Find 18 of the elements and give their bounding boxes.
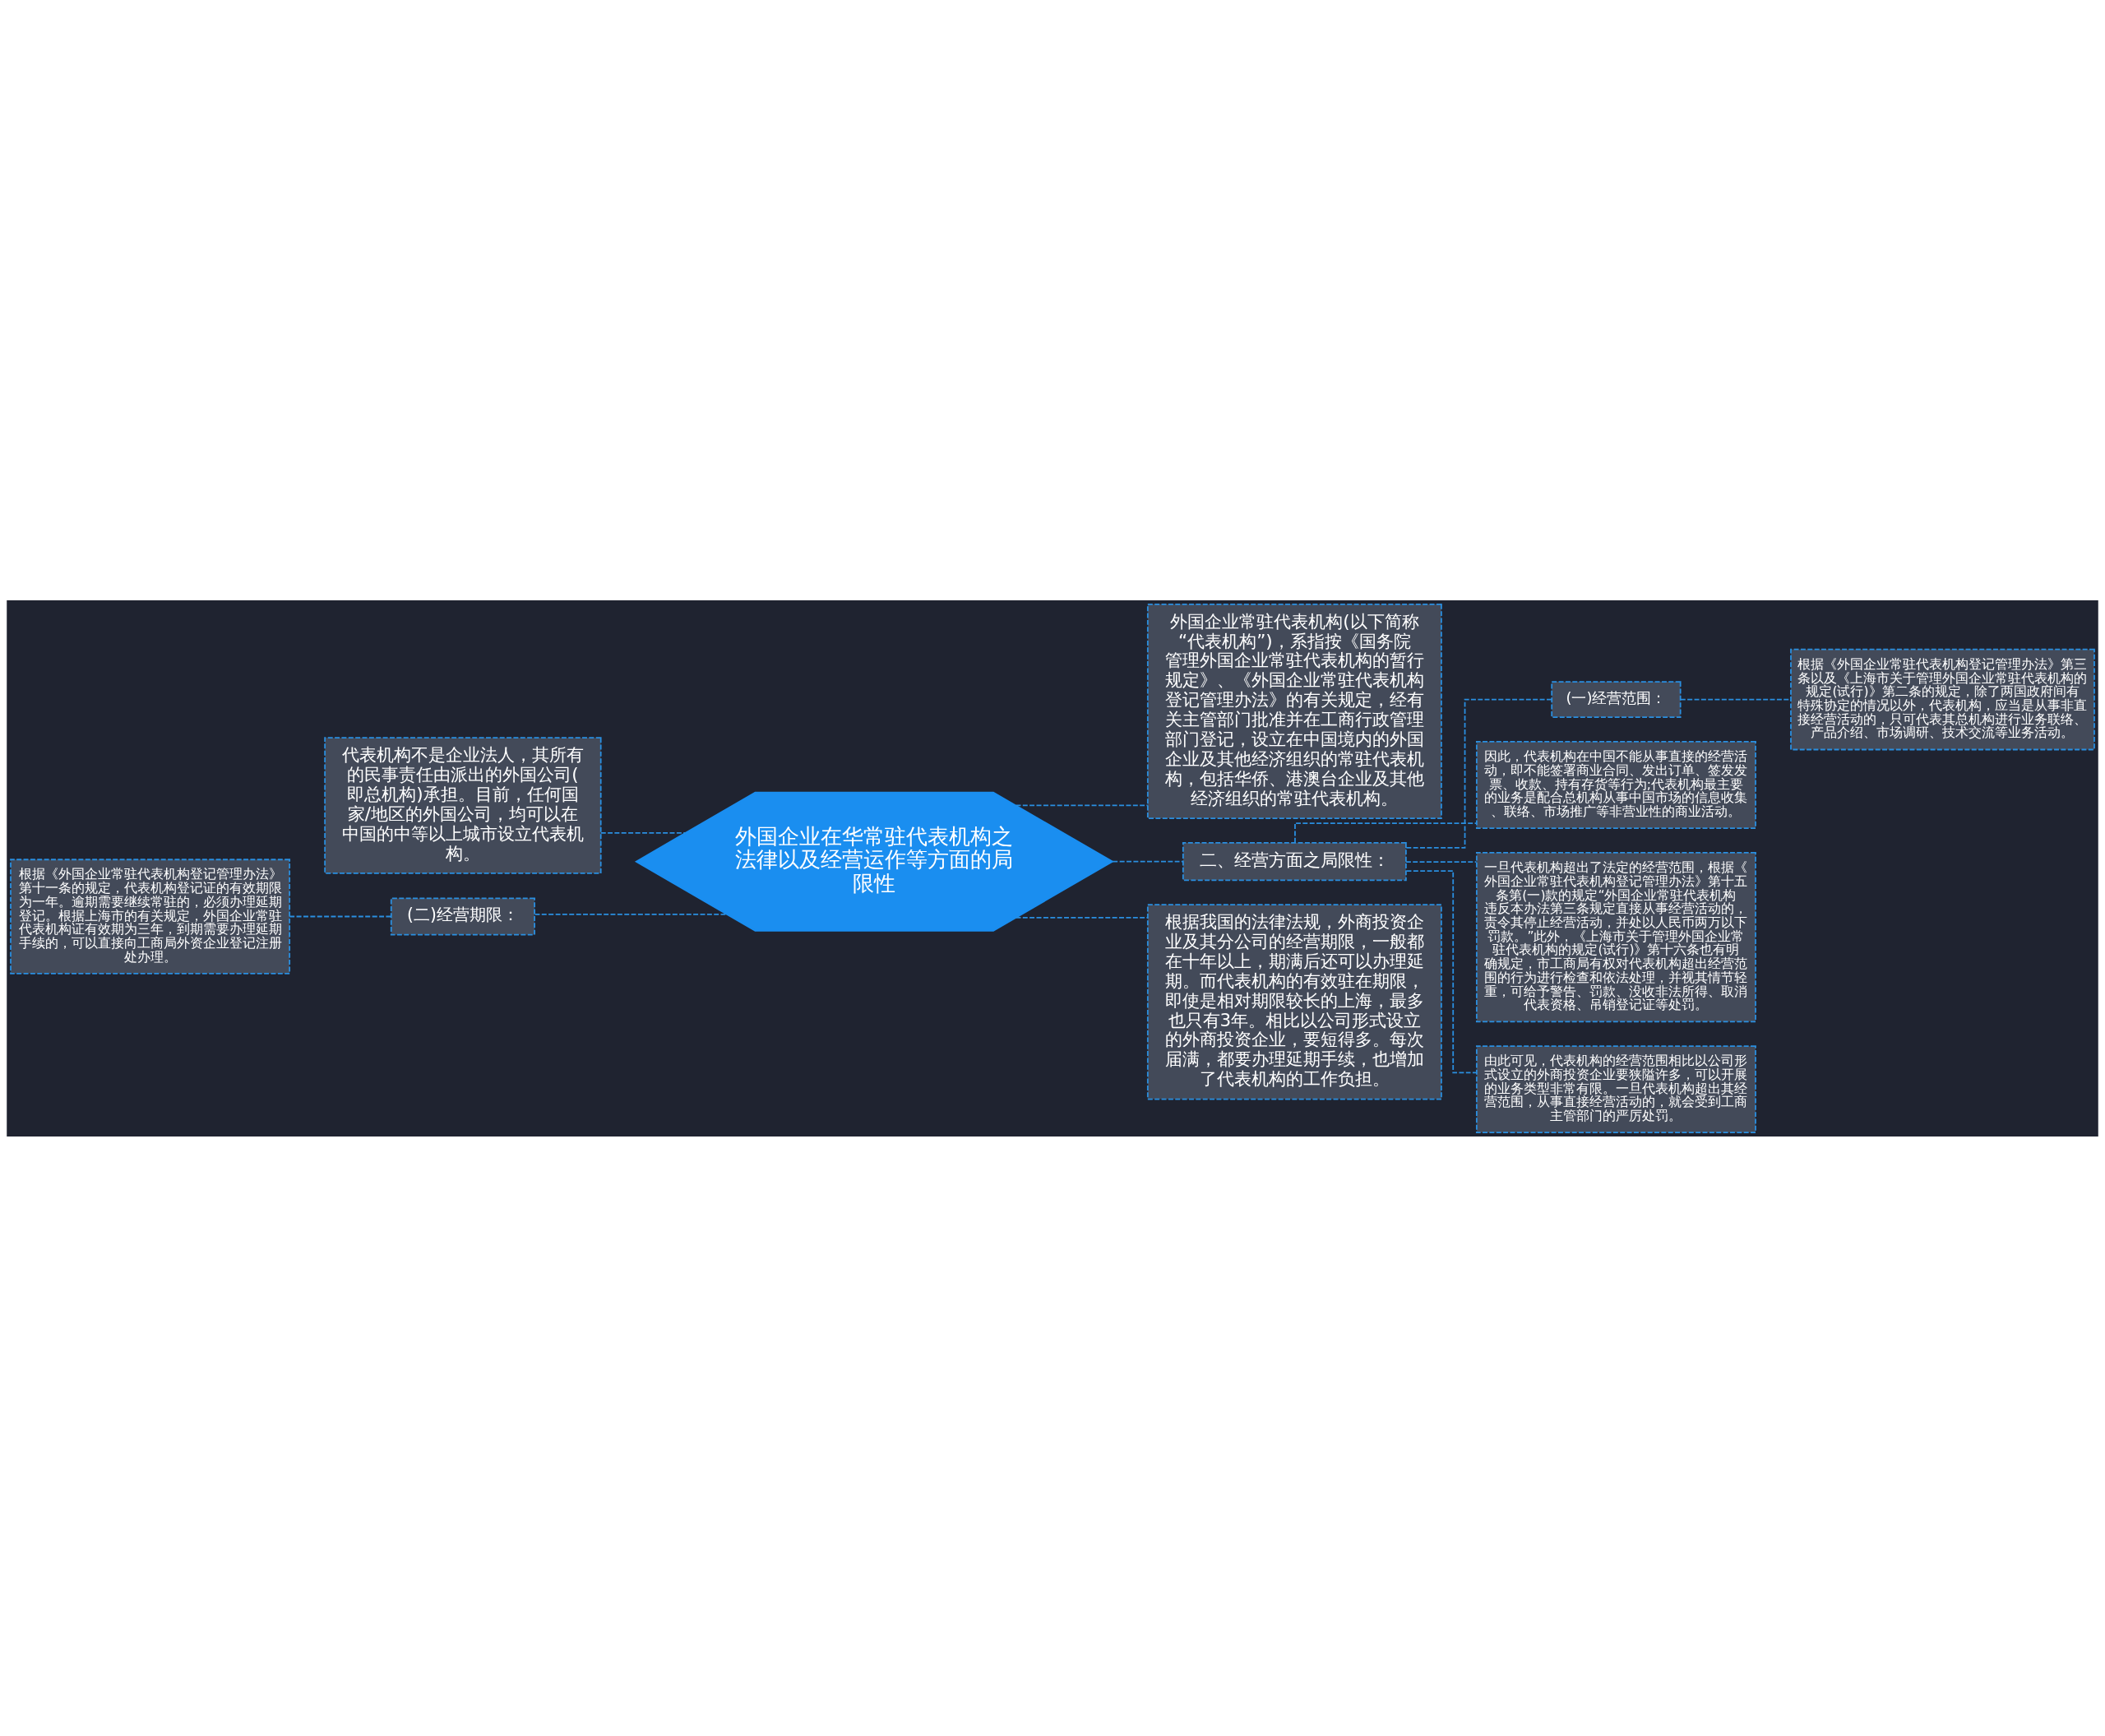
- connector: [600, 831, 687, 834]
- node-box: 外国企业常驻代表机构(以下简称“代表机构”)，系指按《国务院管理外国企业常驻代表机构的暂行规定》、《外国企业常驻代表机构登记管理办法》的有关规定，经有关主管部门批准并在工商行政管理部门登记，设立在中国境内的外国企业及其他经济组织的常驻代表机构，包括华侨、港澳台企业及其他经济组织的常驻代表机构。: [1146, 603, 1442, 819]
- node-box: 根据我国的法律法规，外商投资企业及其分公司的经营期限，一般都在十年以上，期满后还可以办理延期。而代表机构的有效驻在期限，即使是相对期限较长的上海，最多也只有3年。相比以公司形式设立的外商投资企业，要短得多。每次届满，都要办理延期手续，也增加了代表机构的工作负担。: [1146, 903, 1442, 1099]
- connector: [1015, 804, 1149, 806]
- node-box: 根据《外国企业常驻代表机构登记管理办法》第十一条的规定，代表机构登记证的有效期限为一年。逾期需要继续常驻的，必须办理延期登记。根据上海市的有关规定，外国企业常驻代表机构证有效期为三年，到期需要办理延期手续的，可以直接向工商局外资企业登记注册处办理。: [10, 858, 291, 974]
- connector: [1405, 698, 1552, 849]
- node-box: 因此，代表机构在中国不能从事直接的经营活动，即不能签署商业合同、发出订单、签发发票、收款、持有存货等行为;代表机构最主要的业务是配合总机构从事中国市场的信息收集、联络、市场推广等非营业性的商业活动。: [1475, 740, 1756, 829]
- node-box: 一旦代表机构超出了法定的经营范围，根据《外国企业常驻代表机构登记管理办法》第十五条第(一)款的规定“外国企业常驻代表机构违反本办法第三条规定直接从事经营活动的，责令其停止经营活动，并处以人民币两万以下罚款。”此外，《上海市关于管理外国企业常驻代表机构的规定(试行)》第十六条也有明确规定，市工商局有权对代表机构超出经营范围的行为进行检查和依法处理，并视其情节轻重，可给予警告、罚款、没收非法所得、取消代表资格、吊销登记证等处罚。: [1475, 851, 1756, 1022]
- node-box: 二、经营方面之局限性：: [1182, 841, 1407, 881]
- connector: [1015, 916, 1149, 919]
- node-box: (一)经营范围：: [1551, 680, 1682, 718]
- node-box: (二)经营期限：: [390, 897, 535, 935]
- connector: [289, 915, 392, 917]
- node-box: 代表机构不是企业法人，其所有的民事责任由派出的外国公司(即总机构)承担。目前，任何国家/地区的外国公司，均可以在中国的中等以上城市设立代表机构。: [324, 736, 602, 874]
- connector: [1112, 860, 1184, 863]
- node-box: 根据《外国企业常驻代表机构登记管理办法》第三条以及《上海市关于管理外国企业常驻代表机构的规定(试行)》第二条的规定，除了两国政府间有特殊协定的情况以外，代表机构，应当是从事非直接经营活动的，只可代表其总机构进行业务联络、产品介绍、市场调研、技术交流等业务活动。: [1790, 648, 2095, 750]
- connector: [1405, 860, 1478, 863]
- node-box: 由此可见，代表机构的经营范围相比以公司形式设立的外商投资企业要狭隘许多，可以开展的业务类型非常有限。一旦代表机构超出其经营范围，从事直接经营活动的，就会受到工商主管部门的严厉处罚。: [1475, 1044, 1756, 1133]
